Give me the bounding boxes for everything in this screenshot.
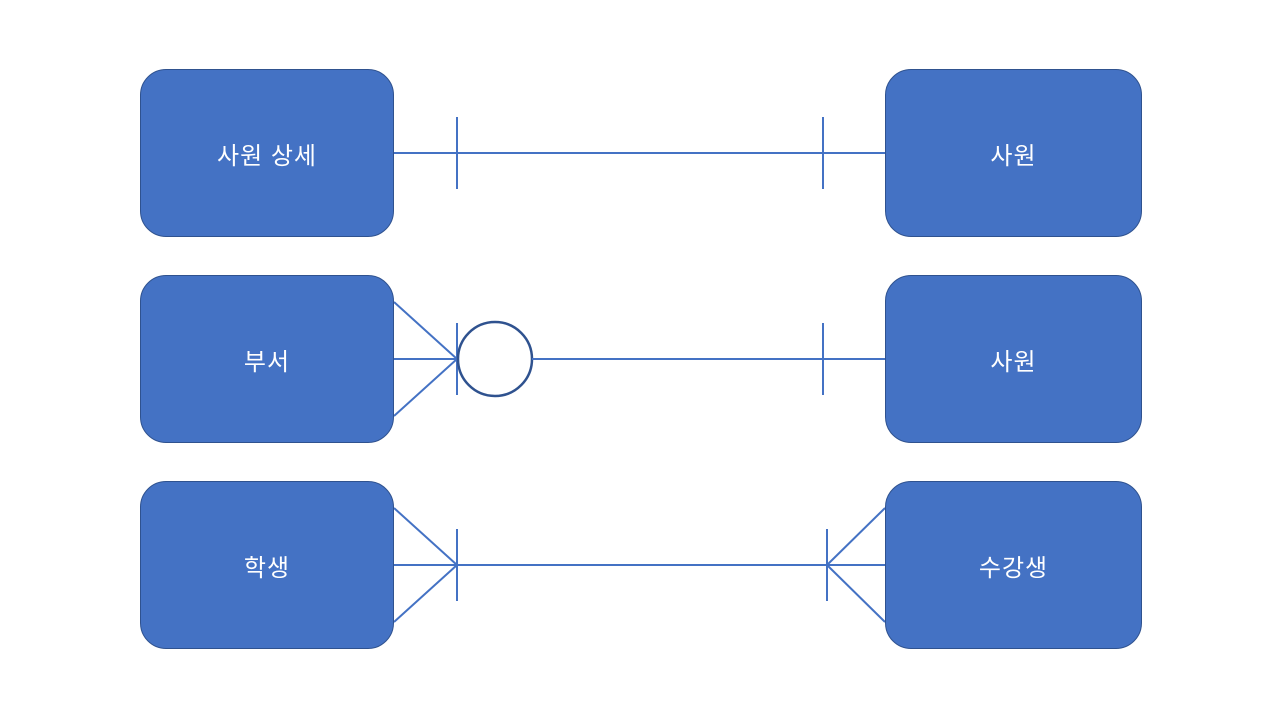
relationship-one-to-one	[394, 117, 885, 189]
crow-foot-line	[393, 358, 458, 417]
entity-employee-detail[interactable]: 사원 상세	[140, 69, 394, 237]
entity-student[interactable]: 학생	[140, 481, 394, 649]
entity-department[interactable]: 부서	[140, 275, 394, 443]
entity-employee-row2[interactable]: 사원	[885, 275, 1142, 443]
entity-label: 부서	[243, 348, 291, 376]
crow-foot-icon	[393, 507, 458, 623]
entity-enrolled-student[interactable]: 수강생	[885, 481, 1142, 649]
crow-foot-line	[393, 507, 458, 566]
entity-label: 수강생	[978, 554, 1049, 582]
relationship-zero-or-many-to-one	[393, 301, 885, 417]
crow-foot-line	[826, 564, 886, 623]
crow-foot-line	[393, 564, 458, 623]
crow-foot-line	[393, 301, 458, 360]
crow-foot-line	[826, 507, 886, 566]
entity-label: 사원 상세	[217, 142, 317, 170]
entity-label: 사원	[990, 348, 1037, 376]
entity-label: 학생	[243, 554, 291, 582]
crow-foot-icon	[393, 301, 458, 417]
optional-circle-icon	[456, 320, 534, 398]
entity-employee-row1[interactable]: 사원	[885, 69, 1142, 237]
relationship-many-to-many	[393, 507, 886, 623]
entity-label: 사원	[990, 142, 1037, 170]
crow-foot-icon	[826, 507, 886, 623]
